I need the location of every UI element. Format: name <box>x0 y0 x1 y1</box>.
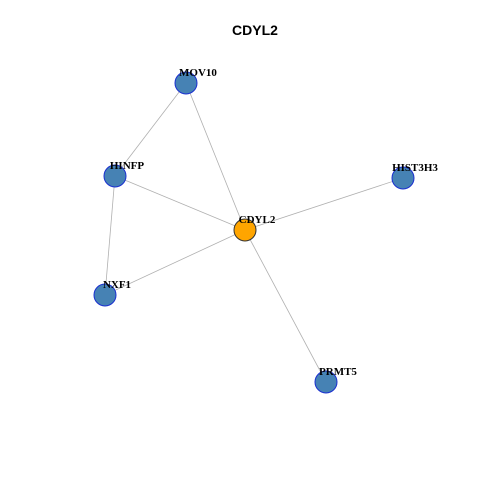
node-prmt5[interactable] <box>314 370 338 394</box>
node-label-mov10: MOV10 <box>179 67 217 79</box>
node-nxf1[interactable] <box>93 283 117 307</box>
diagram-title: CDYL2 <box>232 22 278 38</box>
edge-hinfp-cdyl2 <box>114 175 246 231</box>
node-label-hist3h3: HIST3H3 <box>392 162 438 174</box>
edge-nxf1-cdyl2 <box>104 229 246 296</box>
edge-mov10-hinfp <box>114 82 187 177</box>
edge-prmt5-cdyl2 <box>244 229 327 383</box>
edge-mov10-cdyl2 <box>185 82 246 231</box>
node-label-cdyl2: CDYL2 <box>239 214 276 226</box>
node-label-nxf1: NXF1 <box>103 279 131 291</box>
node-label-prmt5: PRMT5 <box>319 366 357 378</box>
edge-hist3h3-cdyl2 <box>244 177 404 231</box>
node-mov10[interactable] <box>174 71 198 95</box>
node-hinfp[interactable] <box>103 164 127 188</box>
nodes-layer <box>93 71 415 394</box>
node-label-hinfp: HINFP <box>110 160 145 172</box>
edge-hinfp-nxf1 <box>104 175 116 296</box>
edges-layer <box>104 82 404 383</box>
node-hist3h3[interactable] <box>391 166 415 190</box>
node-cdyl2[interactable] <box>233 218 257 242</box>
